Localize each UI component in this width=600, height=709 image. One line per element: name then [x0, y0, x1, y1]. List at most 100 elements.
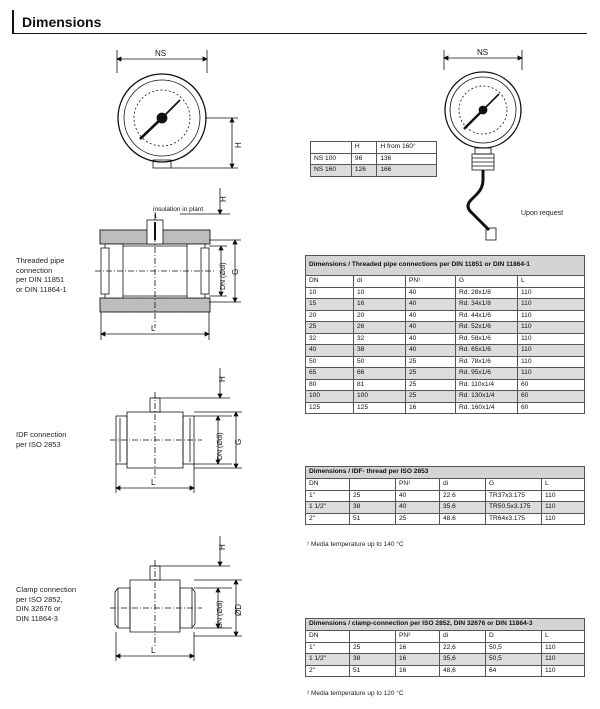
- label-idf-connection: IDF connection per ISO 2853: [16, 430, 67, 449]
- table-cell: 35.6: [439, 501, 486, 514]
- clamp-connection-drawing: H DN (Ødi) ØD L: [110, 536, 243, 661]
- table-cell: 48,6: [439, 664, 486, 677]
- table-cell: 22,6: [439, 641, 486, 654]
- table-row: NS 100 96 136: [310, 152, 437, 165]
- table-header-cell: H: [350, 141, 378, 154]
- table-cell: 1 1/2": [305, 653, 350, 666]
- table-cell: 1": [305, 641, 350, 654]
- table-cell: 35,6: [439, 653, 486, 666]
- h-dimension-label: H: [219, 196, 228, 202]
- table-cell: 40: [395, 501, 440, 514]
- header-rule: [12, 10, 587, 34]
- table-cell: 25: [405, 390, 456, 403]
- table-cell: 40: [395, 489, 440, 502]
- table-cell: 40: [405, 344, 456, 357]
- table-cell: 80: [305, 378, 354, 391]
- table-cell: 51: [349, 664, 396, 677]
- table-cell: 26: [353, 321, 406, 334]
- table-cell: 110: [541, 501, 585, 514]
- table-header-cell: G: [455, 275, 518, 288]
- table-cell: 16: [353, 298, 406, 311]
- table-cell: 40: [405, 332, 456, 345]
- dn-di-dimension-label: DN (Ødi): [220, 262, 227, 290]
- table-header-cell: [310, 141, 352, 154]
- ns-dimension-label: NS: [155, 49, 166, 58]
- g-dimension-label: G: [234, 439, 243, 445]
- table-cell: 60: [517, 378, 585, 391]
- g-dimension-label: G: [231, 269, 240, 275]
- table-header-cell: DN: [305, 275, 354, 288]
- table-cell: 110: [517, 321, 585, 334]
- table-header-row: DN di PN¹ G L: [305, 275, 585, 288]
- table-cell: 96: [350, 152, 378, 165]
- table-cell: Rd. 110x1/4: [455, 378, 518, 391]
- table-cell: 40: [405, 321, 456, 334]
- table-header-cell: H from 160°: [376, 141, 437, 154]
- table-cell: 25: [349, 489, 396, 502]
- table-cell: 40: [405, 298, 456, 311]
- table-cell: 40: [405, 309, 456, 322]
- table-cell: 110: [541, 641, 585, 654]
- table-header-row: DN PN¹ di G L: [305, 478, 585, 491]
- table-cell: Rd. 130x1/4: [455, 390, 518, 403]
- table-cell: Rd. 65x1/6: [455, 344, 518, 357]
- table-title-row: Dimensions / Threaded pipe connections p…: [305, 255, 585, 276]
- table-cell: 48.6: [439, 512, 486, 525]
- table-cell: 25: [405, 367, 456, 380]
- table-cell: 110: [541, 489, 585, 502]
- table-header-cell: di: [439, 478, 486, 491]
- insulation-label: insulation in plant: [153, 206, 203, 213]
- dn-di-dimension-label: DN (Ødi): [217, 432, 224, 460]
- table-header-row: H H from 160°: [310, 141, 437, 154]
- table-cell: 1 1/2": [305, 501, 350, 514]
- h-dimension-label: H: [218, 376, 227, 382]
- table-cell: 22.6: [439, 489, 486, 502]
- table-cell: 110: [541, 512, 585, 525]
- table-cell: 110: [517, 298, 585, 311]
- table-cell: 40: [305, 344, 354, 357]
- ns-dimensions-table: H H from 160° NS 100 96 136 NS 160 126 1…: [310, 141, 437, 177]
- idf-dimensions-table: Dimensions / IDF- thread per ISO 2853 DN…: [305, 466, 585, 525]
- table-cell: 110: [541, 653, 585, 666]
- h-dimension-label: H: [234, 142, 243, 148]
- table-header-cell: DN: [305, 630, 350, 643]
- table-cell: 25: [305, 321, 354, 334]
- table-cell: 20: [305, 309, 354, 322]
- table-header-cell: DN: [305, 478, 350, 491]
- table-cell: 50: [353, 355, 406, 368]
- table-cell: 110: [517, 286, 585, 299]
- table-cell: 25: [405, 355, 456, 368]
- table-header-cell: [349, 630, 396, 643]
- table-cell: 110: [517, 344, 585, 357]
- table-cell: 2": [305, 664, 350, 677]
- table-title: Dimensions / clamp-connection per ISO 28…: [305, 618, 585, 631]
- threaded-connection-drawing: insulation in plant H DN (Ødi) G L: [95, 188, 241, 340]
- table-cell: 125: [305, 401, 354, 414]
- table-cell: TR37x3.175: [485, 489, 542, 502]
- label-clamp-connection: Clamp connection per ISO 2852, DIN 32676…: [16, 585, 77, 623]
- gauge-remote-drawing: NS: [443, 48, 523, 241]
- l-dimension-label: L: [151, 478, 156, 487]
- threaded-dimensions-table: Dimensions / Threaded pipe connections p…: [305, 255, 585, 414]
- ns-dimension-label: NS: [477, 48, 488, 57]
- table-cell: 15: [305, 298, 354, 311]
- table-header-cell: [349, 478, 396, 491]
- table-cell: 166: [376, 164, 437, 177]
- table-header-row: DN PN² di D L: [305, 630, 585, 643]
- table-cell: 110: [517, 332, 585, 345]
- table-cell: 25: [349, 641, 396, 654]
- table-header-cell: PN¹: [395, 478, 440, 491]
- table-header-cell: L: [541, 478, 585, 491]
- table-cell: 2": [305, 512, 350, 525]
- table-cell: 16: [395, 641, 440, 654]
- table-header-cell: PN²: [395, 630, 440, 643]
- h-dimension-label: H: [218, 544, 227, 550]
- table-cell: 38: [353, 344, 406, 357]
